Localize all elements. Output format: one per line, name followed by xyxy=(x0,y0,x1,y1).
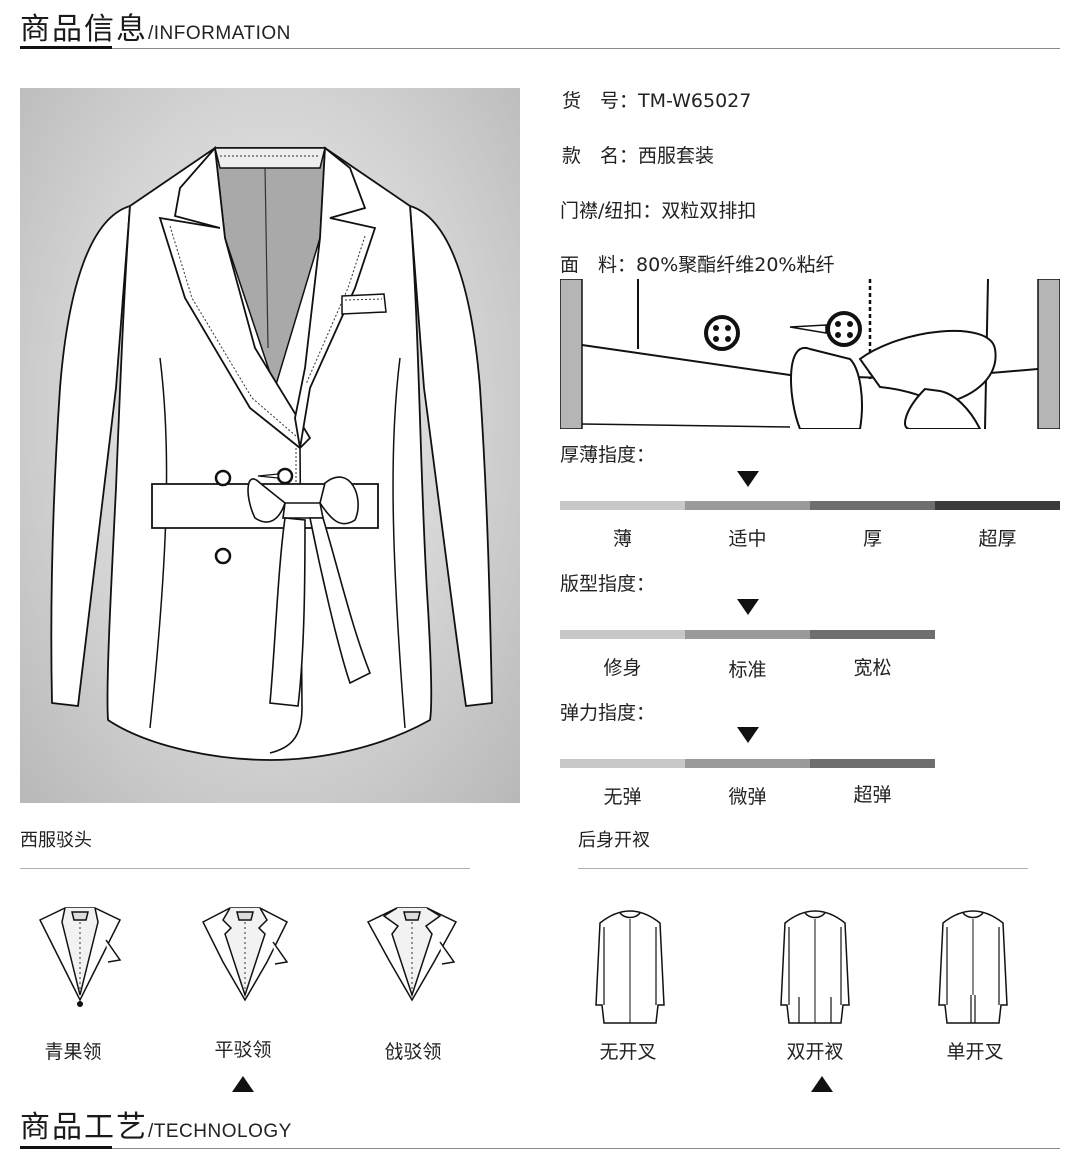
info-title-underline xyxy=(20,46,112,49)
vent-section-rule xyxy=(578,868,1028,869)
detail-closeup-image xyxy=(560,279,1060,429)
double-vent-icon xyxy=(780,910,850,1024)
jacket-drawing xyxy=(50,145,493,761)
no-vent-icon xyxy=(595,910,665,1024)
product-sku-value: TM-W65027 xyxy=(638,90,752,112)
info-title-cn: 商品信息 xyxy=(20,12,148,47)
product-sku-label: 货 号： xyxy=(562,90,639,112)
lapel-section-title: 西服驳头 xyxy=(20,830,92,851)
tech-title-underline xyxy=(20,1146,112,1149)
fit-level-standard: 标准 xyxy=(728,659,767,681)
product-style: 款 名：西服套装 xyxy=(562,141,714,168)
info-title-rule xyxy=(20,48,1060,49)
info-title-en: /INFORMATION xyxy=(148,23,291,44)
stretch-bar-3 xyxy=(810,759,935,768)
thickness-bar-1 xyxy=(560,501,685,510)
lapel-option-shawl: 青果领 xyxy=(44,1041,102,1063)
lapel-option-peak: 戗驳领 xyxy=(384,1041,442,1063)
lapel-section-rule xyxy=(20,868,470,869)
stretch-bar-2 xyxy=(685,759,810,768)
thickness-index-title: 厚薄指度： xyxy=(560,444,656,466)
vent-selected-indicator-icon xyxy=(811,1076,833,1092)
product-style-value: 西服套装 xyxy=(638,145,715,167)
notch-lapel-icon xyxy=(201,907,289,1002)
info-section-title: 商品信息/INFORMATION xyxy=(20,4,291,48)
stretch-level-none: 无弹 xyxy=(603,786,642,808)
thickness-indicator-icon xyxy=(737,471,759,487)
thickness-bar-2 xyxy=(685,501,810,510)
stretch-indicator-icon xyxy=(737,727,759,743)
tech-section-title: 商品工艺/TECHNOLOGY xyxy=(20,1102,292,1146)
product-fabric: 面 料：80%聚酯纤维20%粘纤 xyxy=(560,250,834,277)
fit-level-loose: 宽松 xyxy=(853,657,892,679)
lapel-selected-indicator-icon xyxy=(232,1076,254,1092)
fit-level-slim: 修身 xyxy=(603,657,642,679)
jacket-illustration xyxy=(20,88,520,803)
stretch-index-title: 弹力指度： xyxy=(560,702,656,724)
product-sku: 货 号：TM-W65027 xyxy=(562,86,751,113)
fit-indicator-icon xyxy=(737,599,759,615)
shawl-collar-icon xyxy=(38,907,122,1007)
thickness-level-medium: 适中 xyxy=(728,528,767,550)
tech-title-cn: 商品工艺 xyxy=(20,1110,148,1145)
peak-lapel-icon xyxy=(366,907,458,1002)
stretch-bar-1 xyxy=(560,759,685,768)
thickness-level-thin: 薄 xyxy=(612,528,632,550)
lapel-option-notch: 平驳领 xyxy=(214,1039,272,1061)
fit-index-title: 版型指度： xyxy=(560,573,656,595)
stretch-level-high: 超弹 xyxy=(853,784,892,806)
product-placket-label: 门襟/纽扣： xyxy=(560,200,662,222)
product-fabric-label: 面 料： xyxy=(560,254,637,276)
product-style-label: 款 名： xyxy=(562,145,639,167)
product-placket-value: 双粒双排扣 xyxy=(661,200,757,222)
tech-title-en: /TECHNOLOGY xyxy=(148,1121,292,1142)
product-fabric-value: 80%聚酯纤维20%粘纤 xyxy=(636,254,835,276)
tech-title-rule xyxy=(20,1148,1060,1149)
thickness-level-extra-thick: 超厚 xyxy=(978,528,1017,550)
product-placket: 门襟/纽扣：双粒双排扣 xyxy=(560,196,756,223)
fit-bar-1 xyxy=(560,630,685,639)
vent-section-title: 后身开衩 xyxy=(578,830,650,851)
stretch-level-slight: 微弹 xyxy=(728,786,767,808)
vent-option-none: 无开叉 xyxy=(599,1041,657,1063)
thickness-bar-3 xyxy=(810,501,935,510)
detail-closeup-drawing xyxy=(560,279,1060,429)
vent-option-single: 单开叉 xyxy=(946,1041,1004,1063)
single-vent-icon xyxy=(938,910,1008,1024)
fit-bar-3 xyxy=(810,630,935,639)
thickness-level-thick: 厚 xyxy=(862,528,882,550)
fit-bar-2 xyxy=(685,630,810,639)
thickness-bar-4 xyxy=(935,501,1060,510)
vent-option-double: 双开衩 xyxy=(786,1041,844,1063)
